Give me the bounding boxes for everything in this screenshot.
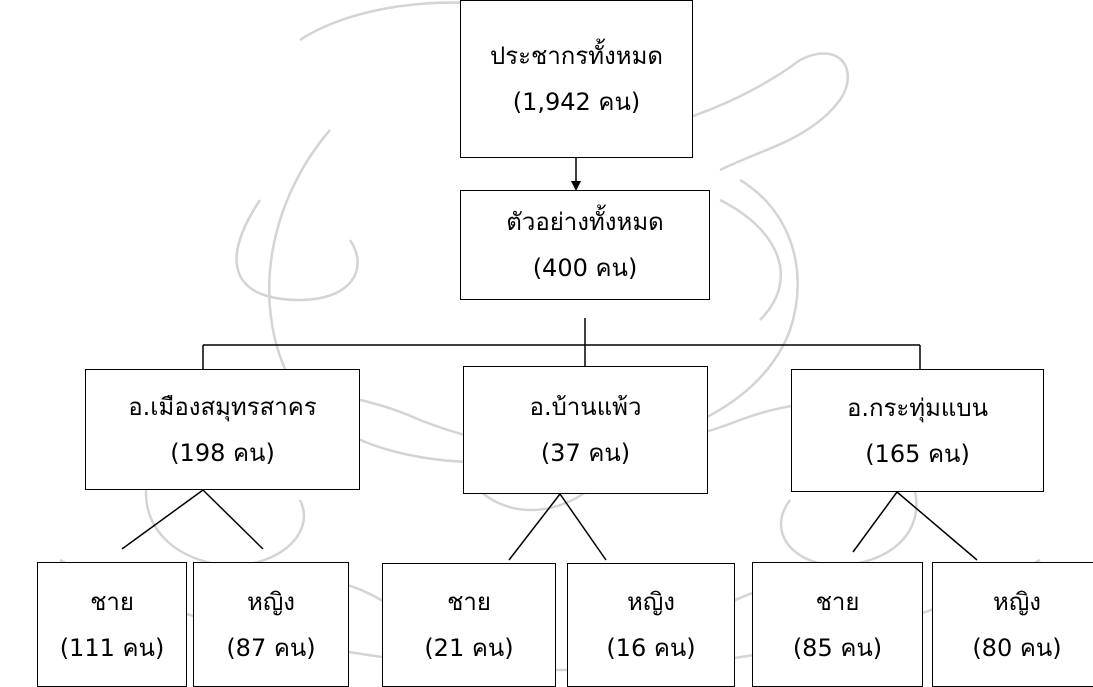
district-count: (37 คน) [540,439,631,467]
branch-district-2-male [508,493,561,561]
group-box-district-3-female: หญิง (80 คน) [932,562,1093,687]
population-count: (1,942 คน) [512,88,641,116]
population-box: ประชากรทั้งหมด (1,942 คน) [460,0,693,158]
group-box-district-2-male: ชาย (21 คน) [382,563,556,687]
district-box-krathum-baen: อ.กระทุ่มแบน (165 คน) [791,369,1044,492]
district-count: (165 คน) [865,439,970,468]
group-label: หญิง [247,587,295,616]
group-count: (111 คน) [59,633,165,662]
group-label: หญิง [627,588,675,616]
district-title: อ.บ้านแพ้ว [529,393,642,421]
group-box-district-1-male: ชาย (111 คน) [37,562,187,687]
sample-title: ตัวอย่างทั้งหมด [506,208,664,236]
group-count: (87 คน) [226,633,316,662]
group-label: หญิง [993,587,1041,616]
sample-count: (400 คน) [532,254,638,282]
district-box-ban-phaeo: อ.บ้านแพ้ว (37 คน) [463,366,708,494]
group-label: ชาย [815,587,860,616]
branch-district-1-female [202,489,264,550]
district-count: (198 คน) [170,438,275,467]
group-count: (85 คน) [792,633,883,662]
branch-district-3-female [896,491,978,561]
branch-district-1-male [121,489,204,550]
population-title: ประชากรทั้งหมด [490,42,663,70]
branch-district-2-female [559,493,607,561]
group-label: ชาย [447,588,491,616]
group-count: (16 คน) [606,634,696,662]
sample-box: ตัวอย่างทั้งหมด (400 คน) [460,190,710,300]
district-title: อ.เมืองสมุทรสาคร [128,392,317,421]
group-box-district-2-female: หญิง (16 คน) [567,563,735,687]
group-count: (21 คน) [424,634,514,662]
group-label: ชาย [90,587,134,616]
group-box-district-3-male: ชาย (85 คน) [752,562,923,687]
group-count: (80 คน) [972,633,1062,662]
branch-district-3-male [852,491,898,553]
district-title: อ.กระทุ่มแบน [846,393,989,422]
group-box-district-1-female: หญิง (87 คน) [193,562,349,687]
district-box-mueang-samut-sakhon: อ.เมืองสมุทรสาคร (198 คน) [85,369,360,490]
